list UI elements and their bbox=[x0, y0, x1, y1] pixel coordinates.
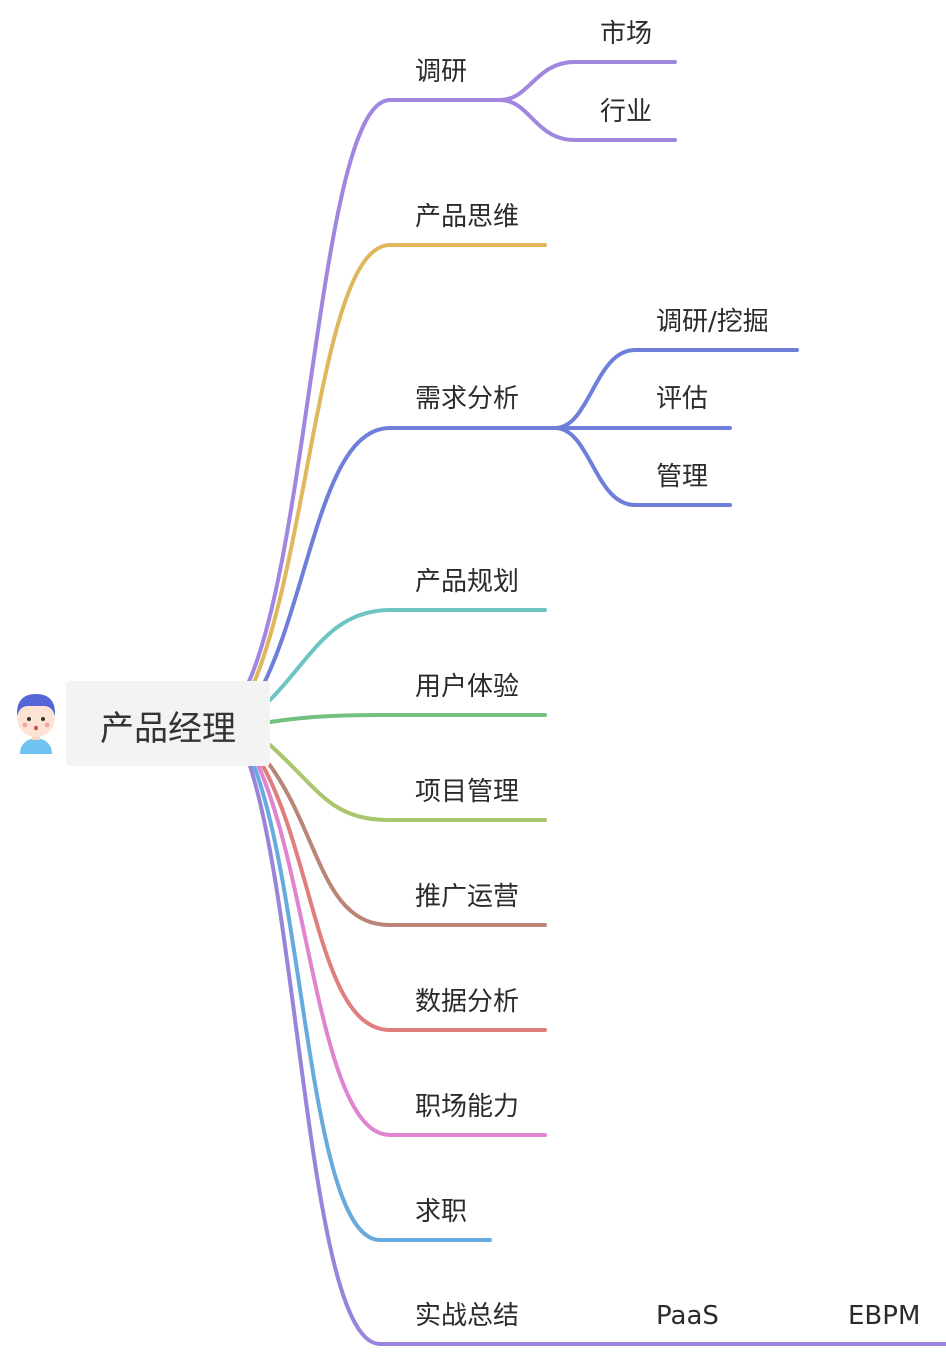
node-product-thinking[interactable]: 产品思维 bbox=[415, 202, 520, 232]
node-research[interactable]: 调研 bbox=[415, 57, 468, 87]
connector-req-manage bbox=[553, 426, 732, 507]
connector-practice-summary bbox=[248, 764, 946, 1346]
connector-promotion-operation bbox=[264, 758, 547, 927]
connector-job-hunting bbox=[252, 764, 492, 1242]
node-market[interactable]: 市场 bbox=[600, 19, 653, 49]
node-user-experience[interactable]: 用户体验 bbox=[415, 672, 520, 702]
connector-research bbox=[243, 98, 502, 692]
connector-product-thinking bbox=[248, 243, 547, 694]
node-product-planning[interactable]: 产品规划 bbox=[415, 567, 520, 597]
connector-project-management bbox=[268, 743, 547, 822]
node-req-research-mining[interactable]: 调研/挖掘 bbox=[656, 307, 769, 337]
node-workplace-skills[interactable]: 职场能力 bbox=[415, 1092, 520, 1122]
node-req-manage[interactable]: 管理 bbox=[656, 462, 709, 492]
node-job-hunting[interactable]: 求职 bbox=[415, 1197, 468, 1227]
node-requirement-analysis[interactable]: 需求分析 bbox=[415, 384, 520, 414]
boy-avatar-icon bbox=[8, 688, 64, 762]
connector-user-experience bbox=[268, 713, 547, 724]
node-req-evaluate[interactable]: 评估 bbox=[656, 384, 709, 414]
root-label: 产品经理 bbox=[100, 709, 236, 749]
connector-product-planning bbox=[268, 608, 547, 702]
node-industry[interactable]: 行业 bbox=[600, 97, 653, 127]
connector-research-industry bbox=[498, 98, 677, 142]
node-promotion-operation[interactable]: 推广运营 bbox=[415, 882, 520, 912]
node-ebpm[interactable]: EBPM bbox=[848, 1301, 921, 1331]
connector-req-research bbox=[553, 348, 799, 430]
root-node[interactable]: 产品经理 bbox=[66, 681, 270, 766]
node-paas[interactable]: PaaS bbox=[656, 1301, 719, 1331]
connector-data-analysis bbox=[260, 762, 547, 1032]
node-practice-summary[interactable]: 实战总结 bbox=[415, 1301, 520, 1331]
connector-research-market bbox=[498, 60, 677, 102]
connector-workplace-skills bbox=[256, 763, 547, 1137]
node-project-management[interactable]: 项目管理 bbox=[415, 777, 520, 807]
node-data-analysis[interactable]: 数据分析 bbox=[415, 987, 520, 1017]
connector-requirement-analysis bbox=[256, 426, 557, 697]
